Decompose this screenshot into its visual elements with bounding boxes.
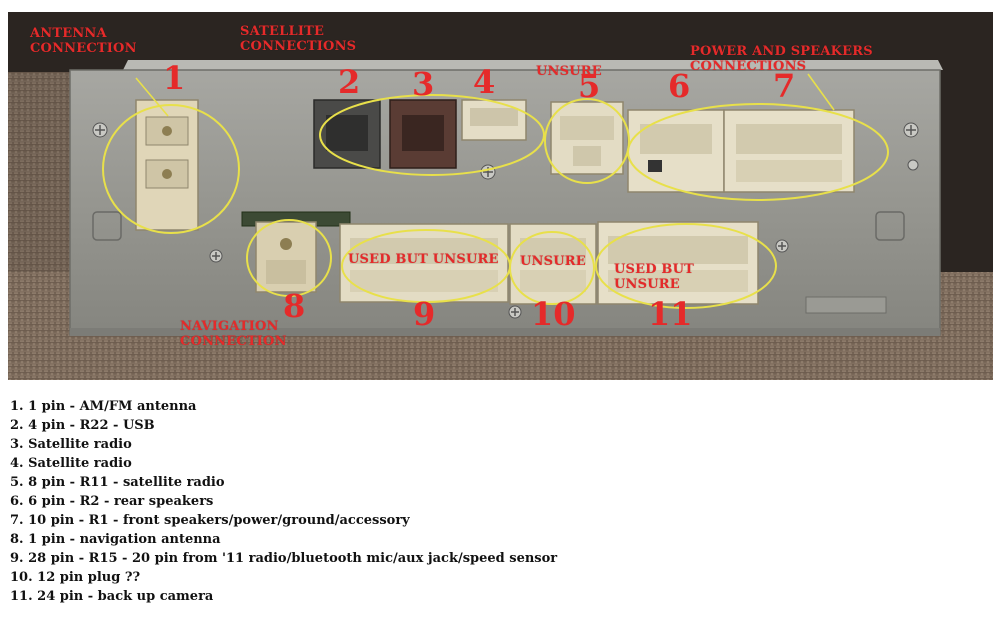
- connector-5-unsure: [550, 101, 624, 175]
- highlight-10: [509, 231, 595, 305]
- mount-hole-left: [92, 211, 122, 241]
- label-power-speakers: POWER AND SPEAKERS CONNECTIONS: [690, 44, 873, 74]
- highlight-6-7: [627, 103, 889, 201]
- number-11: 11: [648, 295, 693, 333]
- connector-10-unsure: [509, 223, 597, 305]
- pointer-antenna: [135, 77, 169, 117]
- highlight-ellipses: [102, 94, 889, 309]
- highlight-8: [246, 219, 332, 297]
- legend-item-2: 2. 4 pin - R22 - USB: [10, 418, 155, 433]
- connector-9-used-unsure: [339, 223, 509, 303]
- radio-back-illustration: [8, 12, 993, 380]
- highlight-2-4: [319, 94, 545, 176]
- legend-item-10: 10. 12 pin plug ??: [10, 570, 141, 585]
- legend-item-9: 9. 28 pin - R15 - 20 pin from '11 radio/…: [10, 551, 558, 566]
- connector-6-rear-speakers: [627, 109, 725, 193]
- screw-right-top: [903, 122, 919, 138]
- label-navigation-connection: NAVIGATION CONNECTION: [180, 319, 287, 349]
- connector-7-power: [723, 109, 855, 193]
- connector-4-satellite: [461, 99, 527, 141]
- screw-right-low: [907, 159, 919, 171]
- label-used-unsure-9: USED BUT UNSURE: [348, 252, 499, 267]
- number-10: 10: [531, 295, 576, 333]
- label-unsure-10: UNSURE: [520, 254, 586, 269]
- pointer-lines: [135, 73, 835, 117]
- highlight-11: [595, 223, 777, 309]
- number-7: 7: [773, 67, 796, 105]
- legend-item-1: 1. 1 pin - AM/FM antenna: [10, 399, 197, 414]
- legend-item-3: 3. Satellite radio: [10, 437, 132, 452]
- legend-item-11: 11. 24 pin - back up camera: [10, 589, 214, 604]
- connector-2-usb: [313, 99, 381, 169]
- number-3: 3: [412, 65, 435, 103]
- radio-back-photo: ANTENNA CONNECTION SATELLITE CONNECTIONS…: [8, 12, 993, 380]
- label-used-unsure-11: USED BUT UNSURE: [614, 262, 695, 292]
- connector-8-navigation: [255, 221, 317, 293]
- number-2: 2: [338, 63, 361, 101]
- part-sticker: [805, 296, 887, 314]
- number-4: 4: [473, 63, 496, 101]
- legend-item-6: 6. 6 pin - R2 - rear speakers: [10, 494, 214, 509]
- legend-item-8: 8. 1 pin - navigation antenna: [10, 532, 221, 547]
- pointer-power: [807, 73, 835, 111]
- number-6: 6: [668, 67, 691, 105]
- highlight-1: [102, 104, 240, 234]
- legend-item-5: 5. 8 pin - R11 - satellite radio: [10, 475, 225, 490]
- legend-item-7: 7. 10 pin - R1 - front speakers/power/gr…: [10, 513, 410, 528]
- number-1: 1: [163, 59, 186, 97]
- screw-bottom-center: [508, 305, 522, 319]
- chassis-bottom-lip: [70, 328, 940, 336]
- label-satellite-connections: SATELLITE CONNECTIONS: [240, 24, 357, 54]
- chassis-top-edge: [123, 60, 943, 70]
- label-antenna-connection: ANTENNA CONNECTION: [30, 26, 137, 56]
- legend-item-4: 4. Satellite radio: [10, 456, 132, 471]
- pinout-legend: 1. 1 pin - AM/FM antenna 2. 4 pin - R22 …: [10, 397, 557, 606]
- screw-left-top: [92, 122, 108, 138]
- highlight-5: [544, 98, 630, 184]
- screw-left-mid: [209, 249, 223, 263]
- screw-center-top: [480, 164, 496, 180]
- number-9: 9: [413, 295, 436, 333]
- number-5: 5: [578, 67, 601, 105]
- connector-1-antenna: [135, 99, 199, 231]
- screw-right-mid: [775, 239, 789, 253]
- mount-hole-right: [875, 211, 905, 241]
- carpet-left: [8, 72, 78, 372]
- number-8: 8: [283, 287, 306, 325]
- connector-3-satellite: [389, 99, 457, 169]
- label-unsure-5: UNSURE: [536, 64, 602, 79]
